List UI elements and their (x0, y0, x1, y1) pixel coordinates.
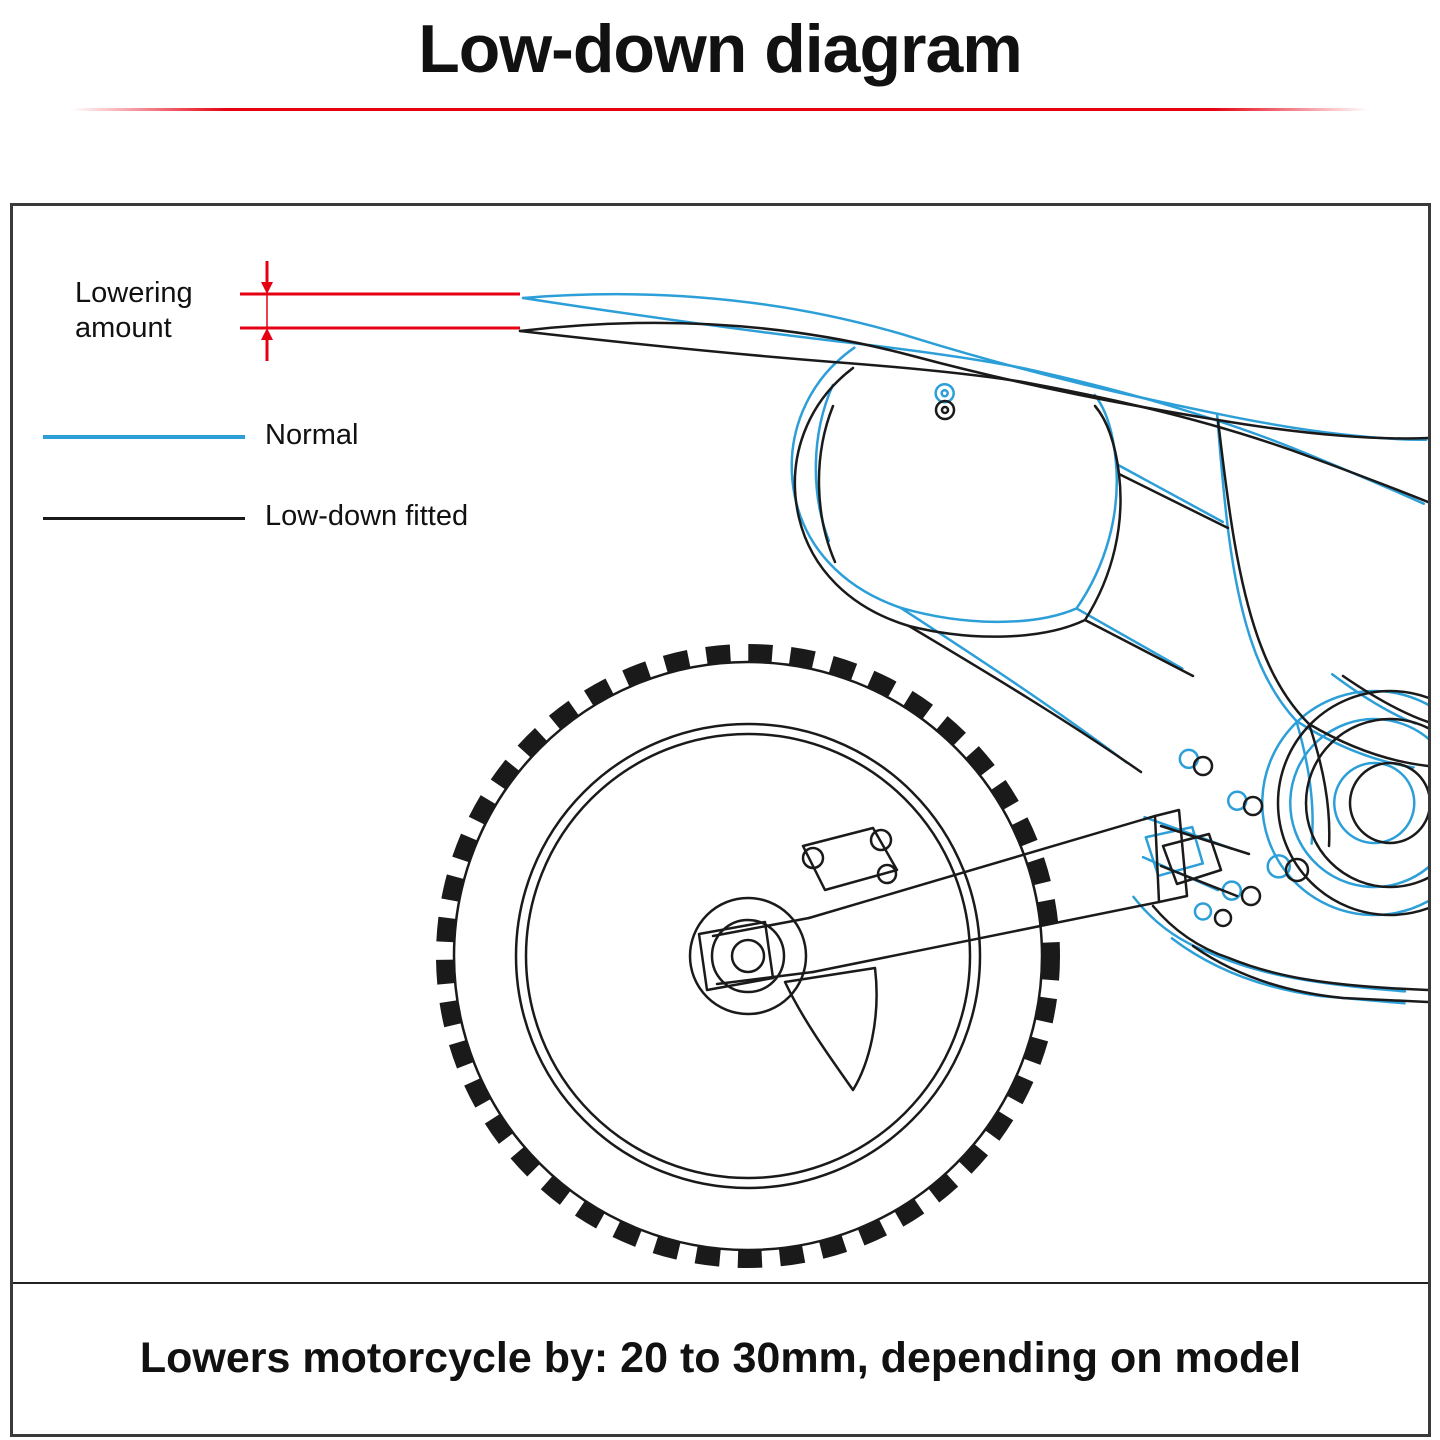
motorcycle-diagram (240, 261, 1428, 1268)
page-title: Low-down diagram (418, 11, 1023, 87)
lowering-dimension-indicator (240, 261, 520, 361)
legend-line-lowdown-icon (43, 517, 245, 520)
title-underline-rule (72, 108, 1368, 111)
legend-line-normal-icon (43, 435, 245, 439)
legend-label-lowdown: Low-down fitted (265, 500, 469, 532)
swingarm (688, 808, 1189, 1092)
diagram-panel: Lowering amount Normal Low-down fitted L… (10, 203, 1431, 1437)
caption-divider (13, 1282, 1428, 1284)
arrow-down-icon (261, 282, 273, 294)
legend-label-normal: Normal (265, 419, 359, 451)
lowering-amount-label: Lowering amount (75, 277, 193, 344)
caption-text: Lowers motorcycle by: 20 to 30mm, depend… (139, 1333, 1302, 1382)
rear-wheel (436, 644, 1060, 1268)
arrow-up-icon (261, 328, 273, 340)
